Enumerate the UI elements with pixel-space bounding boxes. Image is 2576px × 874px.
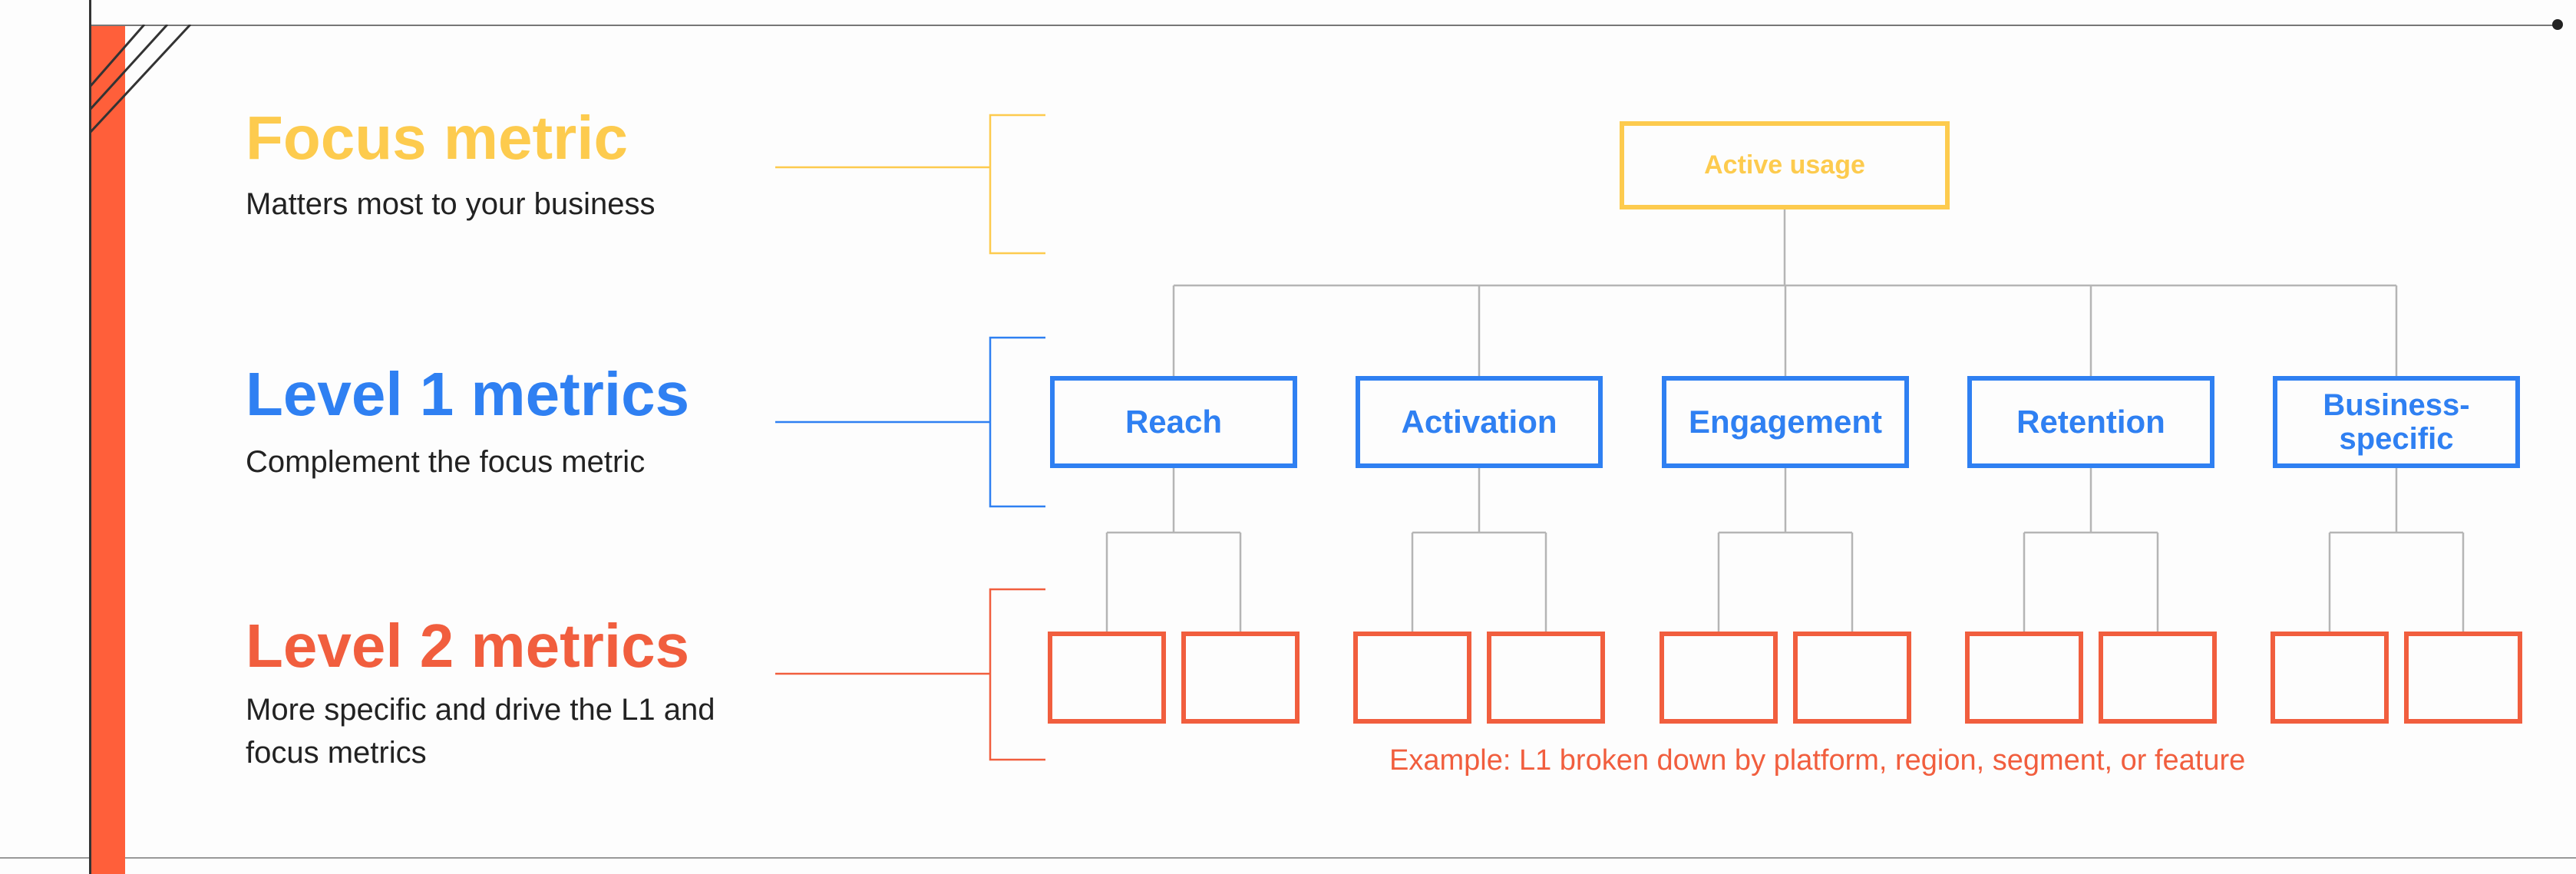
level2-metrics-description: More specific and drive the L1 and focus…: [246, 693, 715, 770]
level1-box-business-specific: Business- specific: [2273, 376, 2520, 468]
level2-box: [1353, 632, 1471, 724]
level2-boxes: [1048, 632, 2522, 724]
level2-box: [2404, 632, 2522, 724]
level2-box: [1660, 632, 1778, 724]
root-metric-label: Active usage: [1704, 150, 1865, 180]
focus-bracket: [775, 114, 1045, 255]
frame-vertical-line: [89, 0, 91, 874]
level1-label: Engagement: [1688, 403, 1883, 440]
level1-label: Retention: [2016, 403, 2165, 440]
level1-label: Reach: [1125, 403, 1223, 440]
bottom-rule: [0, 857, 2576, 859]
level2-box: [1793, 632, 1911, 724]
level1-label: Business- specific: [2323, 388, 2470, 456]
level1-metrics-heading: Level 1 metrics: [246, 360, 690, 428]
level2-box: [2271, 632, 2389, 724]
root-metric-box: Active usage: [1620, 121, 1950, 209]
level1-box-engagement: Engagement: [1662, 376, 1909, 468]
focus-metric-heading: Focus metric: [246, 104, 628, 172]
accent-stripe: [91, 26, 125, 874]
level2-box: [1048, 632, 1166, 724]
level1-box-retention: Retention: [1967, 376, 2214, 468]
level2-box: [1965, 632, 2083, 724]
level2-box: [2099, 632, 2217, 724]
level1-label: Activation: [1401, 403, 1557, 440]
connector-lines: [1105, 209, 2465, 634]
example-note: Example: L1 broken down by platform, reg…: [1389, 744, 2246, 777]
tier-brackets: [775, 114, 1045, 761]
level2-metrics-heading: Level 2 metrics: [246, 612, 690, 680]
level1-box-reach: Reach: [1050, 376, 1297, 468]
level1-metrics-description: Complement the focus metric: [246, 445, 646, 479]
top-rule: [91, 25, 2561, 26]
level2-box: [1487, 632, 1605, 724]
level2-box: [1181, 632, 1300, 724]
level1-box-activation: Activation: [1356, 376, 1603, 468]
level1-bracket: [775, 336, 1045, 508]
hatch-pattern: [91, 25, 192, 134]
top-right-dot: [2552, 19, 2563, 30]
level2-bracket: [775, 588, 1045, 761]
focus-metric-description: Matters most to your business: [246, 187, 656, 221]
